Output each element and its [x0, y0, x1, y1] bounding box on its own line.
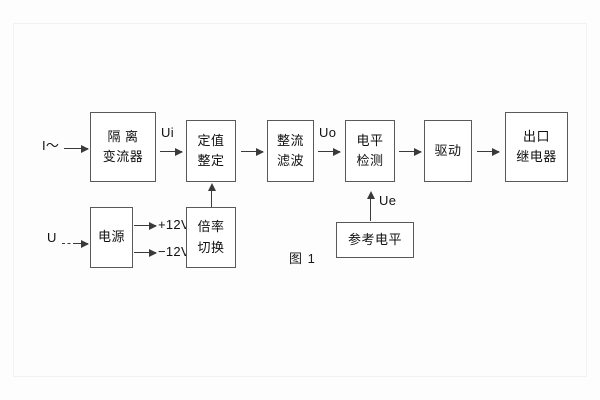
block-line: 继电器: [516, 149, 557, 164]
arrow-rail-positive: [134, 221, 157, 230]
arrow-setting-to-rectifier: [241, 147, 264, 156]
arrow-rectifier-to-leveldetect: [318, 147, 341, 156]
arrow-isolation-to-setting: [160, 147, 183, 156]
block-isolation-transformer: 隔 离 变流器: [90, 112, 156, 182]
block-drive: 驱动: [424, 120, 472, 182]
block-line: 隔 离: [107, 128, 139, 144]
block-rectifier-filter: 整流 滤波: [267, 120, 314, 182]
block-power-supply: 电源: [90, 207, 133, 268]
outer-frame: [13, 23, 587, 377]
block-level-detect: 电平 检测: [345, 120, 395, 182]
arrow-current-to-isolation: [64, 144, 89, 153]
arrow-reference-to-leveldetect: [366, 191, 375, 221]
dash-voltage-input: [62, 243, 76, 244]
block-line: 电平: [356, 132, 384, 148]
block-reference-level: 参考电平: [336, 222, 414, 258]
arrow-ratioswitch-to-setting: [207, 183, 216, 207]
rail-positive-label: +12V: [158, 217, 190, 232]
figure-caption: 图 1: [289, 251, 316, 266]
arrow-drive-to-relay: [477, 147, 500, 156]
voltage-input-label: U: [47, 230, 57, 245]
block-output-relay: 出口 继电器: [505, 112, 568, 182]
block-line: 参考电平: [347, 231, 402, 247]
block-line: 整定: [197, 153, 225, 168]
block-line: 检测: [356, 153, 384, 168]
arrow-rail-negative: [134, 248, 157, 257]
block-line: 驱动: [434, 142, 462, 158]
block-line: 切换: [197, 239, 225, 255]
uo-signal-label: Uo: [319, 125, 337, 140]
rail-negative-label: −12V: [158, 244, 190, 259]
block-line: 倍率: [197, 219, 225, 235]
block-line: 电源: [97, 229, 125, 245]
block-line: 定值: [197, 132, 225, 148]
block-line: 出口: [522, 128, 550, 144]
current-input-label: I～: [42, 138, 60, 153]
arrow-voltage-to-power: [74, 239, 89, 248]
block-ratio-switch: 倍率 切换: [186, 207, 236, 268]
block-line: 整流: [276, 132, 304, 148]
block-line: 变流器: [102, 149, 144, 164]
ui-signal-label: Ui: [161, 125, 174, 140]
block-setting-adjust: 定值 整定: [186, 120, 236, 182]
block-line: 滤波: [276, 153, 304, 168]
arrow-leveldetect-to-drive: [399, 147, 422, 156]
ue-signal-label: Ue: [379, 193, 397, 208]
